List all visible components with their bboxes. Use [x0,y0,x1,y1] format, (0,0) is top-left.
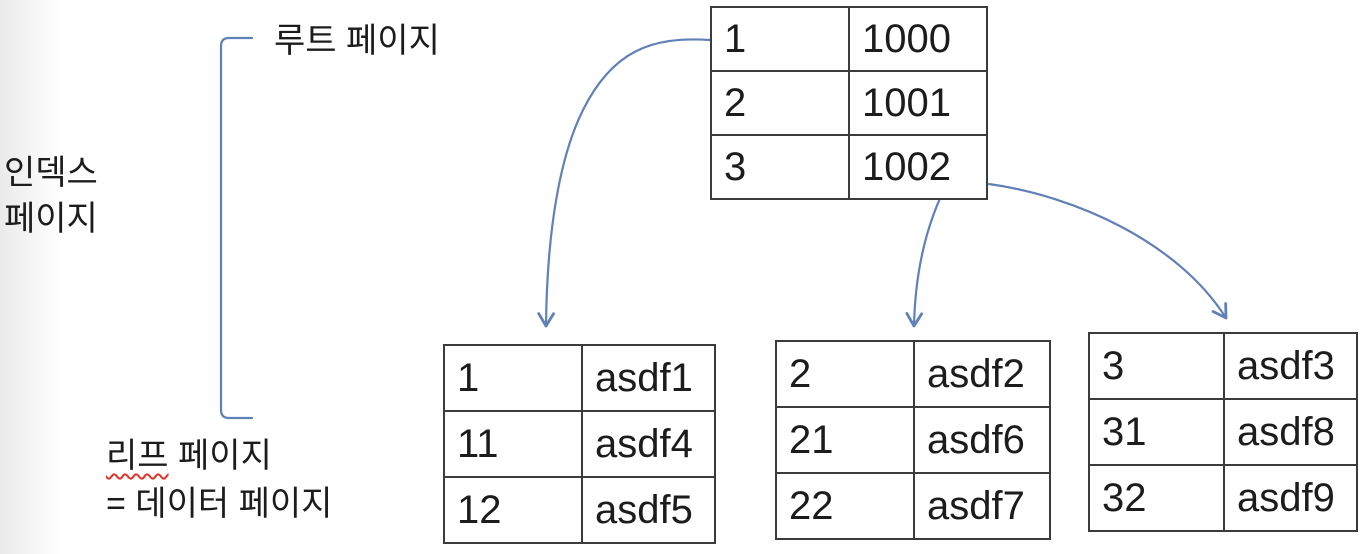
cell-value: asdf8 [1223,398,1358,466]
cell-key: 12 [443,476,583,544]
cell-value: asdf4 [581,410,716,478]
cell-value: asdf5 [581,476,716,544]
table-row: 12 asdf5 [443,476,716,544]
table-row: 1 asdf1 [443,344,716,412]
cell-value: asdf6 [913,406,1051,474]
table-row: 1 1000 [710,6,988,72]
cell-value: asdf9 [1223,464,1358,532]
table-row: 21 asdf6 [775,406,1051,474]
table-row: 11 asdf4 [443,410,716,478]
cell-key: 1 [443,344,583,412]
root-page-label-text: 루트 페이지 [274,22,440,60]
cell-key: 21 [775,406,915,474]
page-edge-shading [0,0,62,554]
leaf-page-label-rest: 페이지 [168,437,272,475]
leaf-page-label-line2: = 데이터 페이지 [106,485,333,523]
root-page-table: 1 1000 2 1001 3 1002 [710,6,988,200]
cell-key: 31 [1088,398,1225,466]
cell-key: 22 [775,472,915,540]
cell-key: 3 [710,134,850,200]
arrow-root-row1-to-leaf1 [537,38,712,328]
table-row: 3 1002 [710,134,988,200]
index-page-label-line2: 페이지 [4,200,98,238]
table-row: 31 asdf8 [1088,398,1358,466]
leaf-page-label: 리프 페이지 = 데이터 페이지 [106,432,332,528]
leaf-page-table-3: 3 asdf3 31 asdf8 32 asdf9 [1088,332,1358,532]
cell-key: 32 [1088,464,1225,532]
root-page-label: 루트 페이지 [274,18,440,64]
table-row: 22 asdf7 [775,472,1051,540]
cell-key: 2 [710,70,850,136]
cell-key: 11 [443,410,583,478]
cell-value: asdf7 [913,472,1051,540]
leaf-page-label-line1: 리프 페이지 [106,432,332,480]
index-page-label: 인덱스 페이지 [4,150,98,242]
table-row: 2 1001 [710,70,988,136]
arrow-root-row3-to-leaf3 [987,182,1228,320]
cell-key: 2 [775,340,915,408]
cell-value: asdf2 [913,340,1051,408]
cell-value: 1000 [848,6,988,72]
leaf-page-table-2: 2 asdf2 21 asdf6 22 asdf7 [775,340,1051,540]
cell-value: asdf1 [581,344,716,412]
table-row: 3 asdf3 [1088,332,1358,400]
cell-key: 3 [1088,332,1225,400]
leaf-word-misspell-squiggle: 리프 [106,437,169,475]
cell-value: asdf3 [1223,332,1358,400]
table-row: 2 asdf2 [775,340,1051,408]
cell-key: 1 [710,6,850,72]
index-page-bracket [219,36,254,420]
cell-value: 1002 [848,134,988,200]
index-page-label-line1: 인덱스 [4,154,98,192]
leaf-page-table-1: 1 asdf1 11 asdf4 12 asdf5 [443,344,716,544]
table-row: 32 asdf9 [1088,464,1358,532]
cell-value: 1001 [848,70,988,136]
